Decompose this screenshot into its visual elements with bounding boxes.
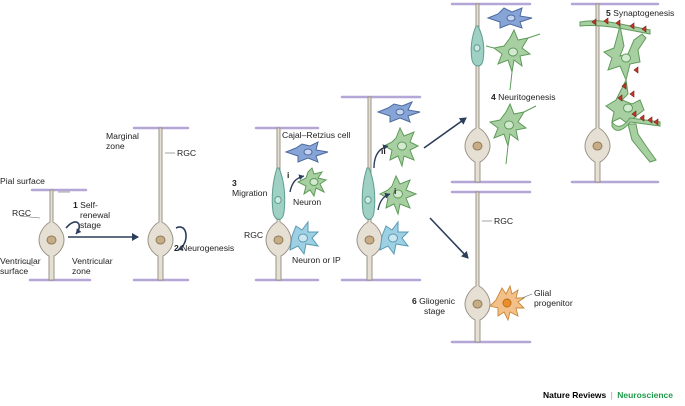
brand-nature-reviews: Nature Reviews: [542, 390, 607, 400]
cajal-retzius-cell-4a: [376, 101, 421, 123]
step-5-text: Synaptogenesis: [613, 8, 675, 18]
synapse-markers-5: [591, 17, 659, 126]
step-6-text-line2: stage: [424, 306, 446, 316]
glial-progenitor-label-line2: progenitor: [534, 298, 573, 308]
step-5-number: 5: [606, 8, 611, 18]
migrating-cell-panel-4b: [470, 25, 485, 67]
cajal-retzius-cell-3: [284, 141, 329, 163]
step-2-text: Neurogenesis: [181, 243, 235, 253]
rgc-cell-panel-1: [38, 189, 65, 281]
rgc-label-2: RGC: [177, 148, 197, 158]
glial-progenitor-label-line1: Glial: [534, 288, 552, 298]
step-6-number: 6: [412, 296, 417, 306]
step-4-label: 4 Neuritogenesis: [491, 92, 556, 102]
self-renewal-arrow: [65, 221, 82, 235]
ventricular-surface-label-line2: surface: [0, 266, 29, 276]
step-3-number: 3: [232, 178, 237, 188]
arrow-to-neuritogenesis: [423, 117, 467, 149]
arrow-ii-4: [373, 144, 389, 169]
surface-lines: [28, 2, 660, 344]
step-6-text-line1: Gliogenic: [419, 296, 455, 306]
neuron-label: Neuron: [293, 197, 322, 207]
step-1-text-line3: stage: [80, 220, 102, 230]
migrating-cell-panel-3: [271, 167, 286, 220]
step-1-text-line2: renewal: [80, 210, 111, 220]
arrow-to-gliogenic: [429, 217, 469, 259]
neuron-or-ip-cell-4a: [379, 220, 410, 256]
step-2-number: 2: [174, 243, 179, 253]
step-5-label: 5 Synaptogenesis: [606, 8, 674, 18]
step-1-label: 1 Self-: [73, 200, 98, 210]
step-2-label: 2 Neurogenesis: [174, 243, 234, 253]
ventricular-zone-label-line1: Ventricular: [72, 256, 113, 266]
journal-brand: Nature Reviews | Neuroscience: [543, 390, 673, 400]
neuron-cell-3: [296, 167, 328, 198]
arrow-i-4: [377, 192, 391, 211]
cajal-retzius-cell-4b: [486, 7, 533, 29]
ventricular-surface-label-line1: Ventricular: [0, 256, 41, 266]
rgc-cell-panel-4b: [464, 3, 491, 183]
leader-glial: [521, 293, 533, 299]
marginal-zone-label-line1: Marginal: [106, 131, 139, 141]
step-1-text-line1: Self-: [80, 200, 98, 210]
rgc-label-6: RGC: [494, 216, 514, 226]
neuron-or-ip-label: Neuron or IP: [292, 255, 341, 265]
brand-neuroscience: Neuroscience: [617, 390, 673, 400]
neurite-neuron-4b-lower: [488, 102, 537, 165]
neurogenesis-arrow: [175, 226, 187, 251]
neuron-cell-4a-lower: [378, 174, 418, 216]
rgc-label-3: RGC: [244, 230, 264, 240]
leader-lines-1: [19, 191, 70, 267]
step-1-number: 1: [73, 200, 78, 210]
cajal-retzius-label: Cajal–Retzius cell: [282, 130, 351, 140]
i-label-4: i: [394, 186, 397, 196]
rgc-cell-panel-6: [464, 191, 491, 343]
step-4-number: 4: [491, 92, 496, 102]
brand-separator: |: [610, 390, 613, 400]
rgc-cell-panel-5: [584, 3, 611, 183]
neuron-or-ip-cell-3: [289, 220, 320, 256]
step-3-text: Migration: [232, 188, 268, 198]
marginal-zone-label-line2: zone: [106, 141, 125, 151]
pial-surface-label: Pial surface: [0, 176, 45, 186]
migrating-cell-panel-4a: [361, 167, 376, 220]
step-6-label: 6 Gliogenic: [412, 296, 455, 306]
ventricular-zone-label-line2: zone: [72, 266, 91, 276]
arrow-i-3: [289, 174, 305, 193]
neurite-neuron-4b-upper: [485, 28, 541, 91]
i-label-3: i: [287, 170, 290, 180]
step-4-text: Neuritogenesis: [498, 92, 556, 102]
ii-label-4: ii: [381, 146, 386, 156]
glial-progenitor-cell-6: [489, 284, 526, 322]
rgc-cell-panel-2: [147, 127, 174, 281]
neuron-cell-4a-upper: [382, 126, 420, 168]
rgc-label-1: RGC: [12, 208, 32, 218]
